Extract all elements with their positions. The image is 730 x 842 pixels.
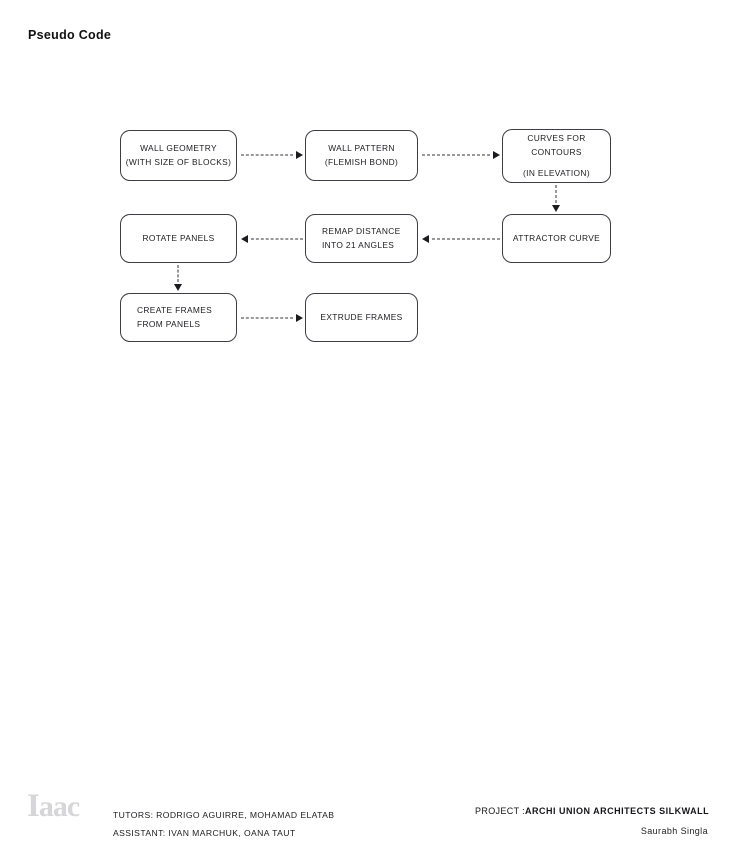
arrow-head-down-icon (174, 284, 182, 291)
arrow-head-right-icon (296, 314, 303, 322)
flow-node-remap-distance[interactable]: REMAP DISTANCE INTO 21 ANGLES (305, 214, 418, 263)
flow-node-line: CONTOURS (531, 147, 582, 158)
arrow-create-frames-to-extrude-frames (241, 311, 303, 325)
flow-node-attractor-curve[interactable]: ATTRACTOR CURVE (502, 214, 611, 263)
flow-node-line: CURVES FOR (527, 133, 586, 144)
flow-node-line: REMAP DISTANCE (322, 226, 401, 237)
arrow-shaft (555, 185, 557, 203)
flow-node-line: ATTRACTOR CURVE (512, 232, 601, 243)
project-label: PROJECT : (475, 806, 525, 816)
flow-node-extrude-frames[interactable]: EXTRUDE FRAMES (305, 293, 418, 342)
flow-node-line: (IN ELEVATION) (523, 167, 590, 178)
arrow-head-right-icon (296, 151, 303, 159)
tutors-line: TUTORS: RODRIGO AGUIRRE, MOHAMAD ELATAB (113, 810, 335, 820)
flow-node-line: CREATE FRAMES (137, 305, 213, 316)
arrow-head-left-icon (241, 235, 248, 243)
arrow-wall-pattern-to-curves-for-contours (422, 148, 500, 162)
flow-node-line: (FLEMISH BOND) (324, 157, 399, 167)
flow-node-line: INTO 21 ANGLES (322, 239, 395, 250)
arrow-curves-for-contours-to-attractor-curve (549, 185, 563, 212)
arrow-wall-geometry-to-wall-pattern (241, 148, 303, 162)
pseudo-code-flowchart: WALL GEOMETRY (WITH SIZE OF BLOCKS) WALL… (0, 0, 730, 400)
flow-node-create-frames[interactable]: CREATE FRAMES FROM PANELS (120, 293, 237, 342)
arrow-remap-distance-to-rotate-panels (241, 232, 303, 246)
arrow-shaft (241, 317, 293, 319)
flow-node-line: WALL PATTERN (328, 142, 395, 153)
flow-node-line: EXTRUDE FRAMES (320, 311, 403, 322)
arrow-attractor-curve-to-remap-distance (422, 232, 500, 246)
flow-node-rotate-panels[interactable]: ROTATE PANELS (120, 214, 237, 263)
arrow-shaft (251, 238, 303, 240)
iaac-logo-rest: aac (38, 790, 80, 823)
arrow-shaft (422, 154, 490, 156)
arrow-head-left-icon (422, 235, 429, 243)
flow-node-curves-for-contours[interactable]: CURVES FOR CONTOURS (IN ELEVATION) (502, 129, 611, 183)
footer: Iaac TUTORS: RODRIGO AGUIRRE, MOHAMAD EL… (0, 386, 730, 839)
arrow-rotate-panels-to-create-frames (171, 265, 185, 291)
page-title: Pseudo Code (28, 28, 112, 42)
flow-node-line: WALL GEOMETRY (140, 142, 217, 153)
arrow-head-down-icon (552, 205, 560, 212)
project-value: ARCHI UNION ARCHITECTS SILKWALL (525, 806, 710, 816)
arrow-shaft (177, 265, 179, 282)
credits-block: TUTORS: RODRIGO AGUIRRE, MOHAMAD ELATAB … (113, 806, 334, 842)
author-name: Saurabh Singla (640, 826, 708, 836)
arrow-shaft (432, 238, 500, 240)
project-line: PROJECT :ARCHI UNION ARCHITECTS SILKWALL (475, 806, 709, 816)
flow-node-wall-pattern[interactable]: WALL PATTERN (FLEMISH BOND) (305, 130, 418, 181)
flow-node-wall-geometry[interactable]: WALL GEOMETRY (WITH SIZE OF BLOCKS) (120, 130, 237, 181)
iaac-logo: Iaac (27, 788, 80, 824)
flow-node-line: ROTATE PANELS (142, 232, 215, 243)
flow-node-line: FROM PANELS (137, 318, 201, 329)
iaac-logo-cap: I (27, 788, 40, 824)
arrow-shaft (241, 154, 293, 156)
flow-node-line: (WITH SIZE OF BLOCKS) (125, 157, 232, 167)
arrow-head-right-icon (493, 151, 500, 159)
